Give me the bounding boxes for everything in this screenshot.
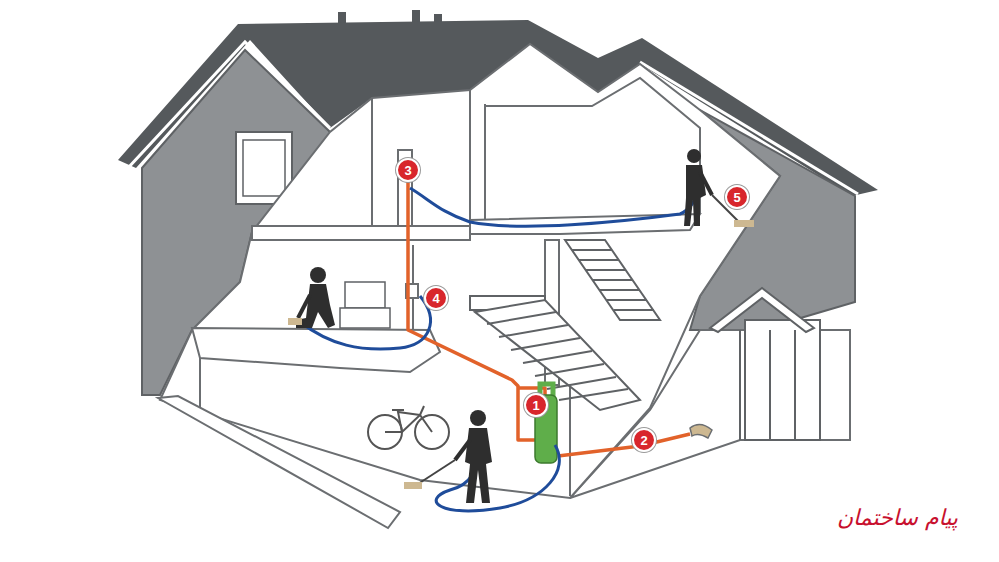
callout-number: 3 <box>404 164 411 177</box>
callout-number: 5 <box>733 191 740 204</box>
callout-number: 4 <box>432 292 439 305</box>
callout-number: 2 <box>640 434 647 447</box>
watermark-box: پیام ساختمان <box>832 505 958 531</box>
exhaust-vent <box>690 424 712 438</box>
house-cutaway <box>158 44 780 528</box>
bicycle <box>368 406 449 449</box>
callout-circle: 5 <box>725 185 749 209</box>
callout-circle: 4 <box>424 286 448 310</box>
counter <box>340 282 390 328</box>
callout-circle: 3 <box>396 158 420 182</box>
callout-circle: 2 <box>632 428 656 452</box>
staircase <box>470 240 660 410</box>
callout-number: 1 <box>532 399 539 412</box>
person <box>404 410 492 503</box>
callout-circle: 1 <box>524 393 548 417</box>
person <box>288 267 335 328</box>
outdoor-shed <box>710 288 820 440</box>
person <box>684 149 754 227</box>
watermark: پیام ساختمان <box>837 505 958 530</box>
vacuum-hose <box>300 188 700 511</box>
